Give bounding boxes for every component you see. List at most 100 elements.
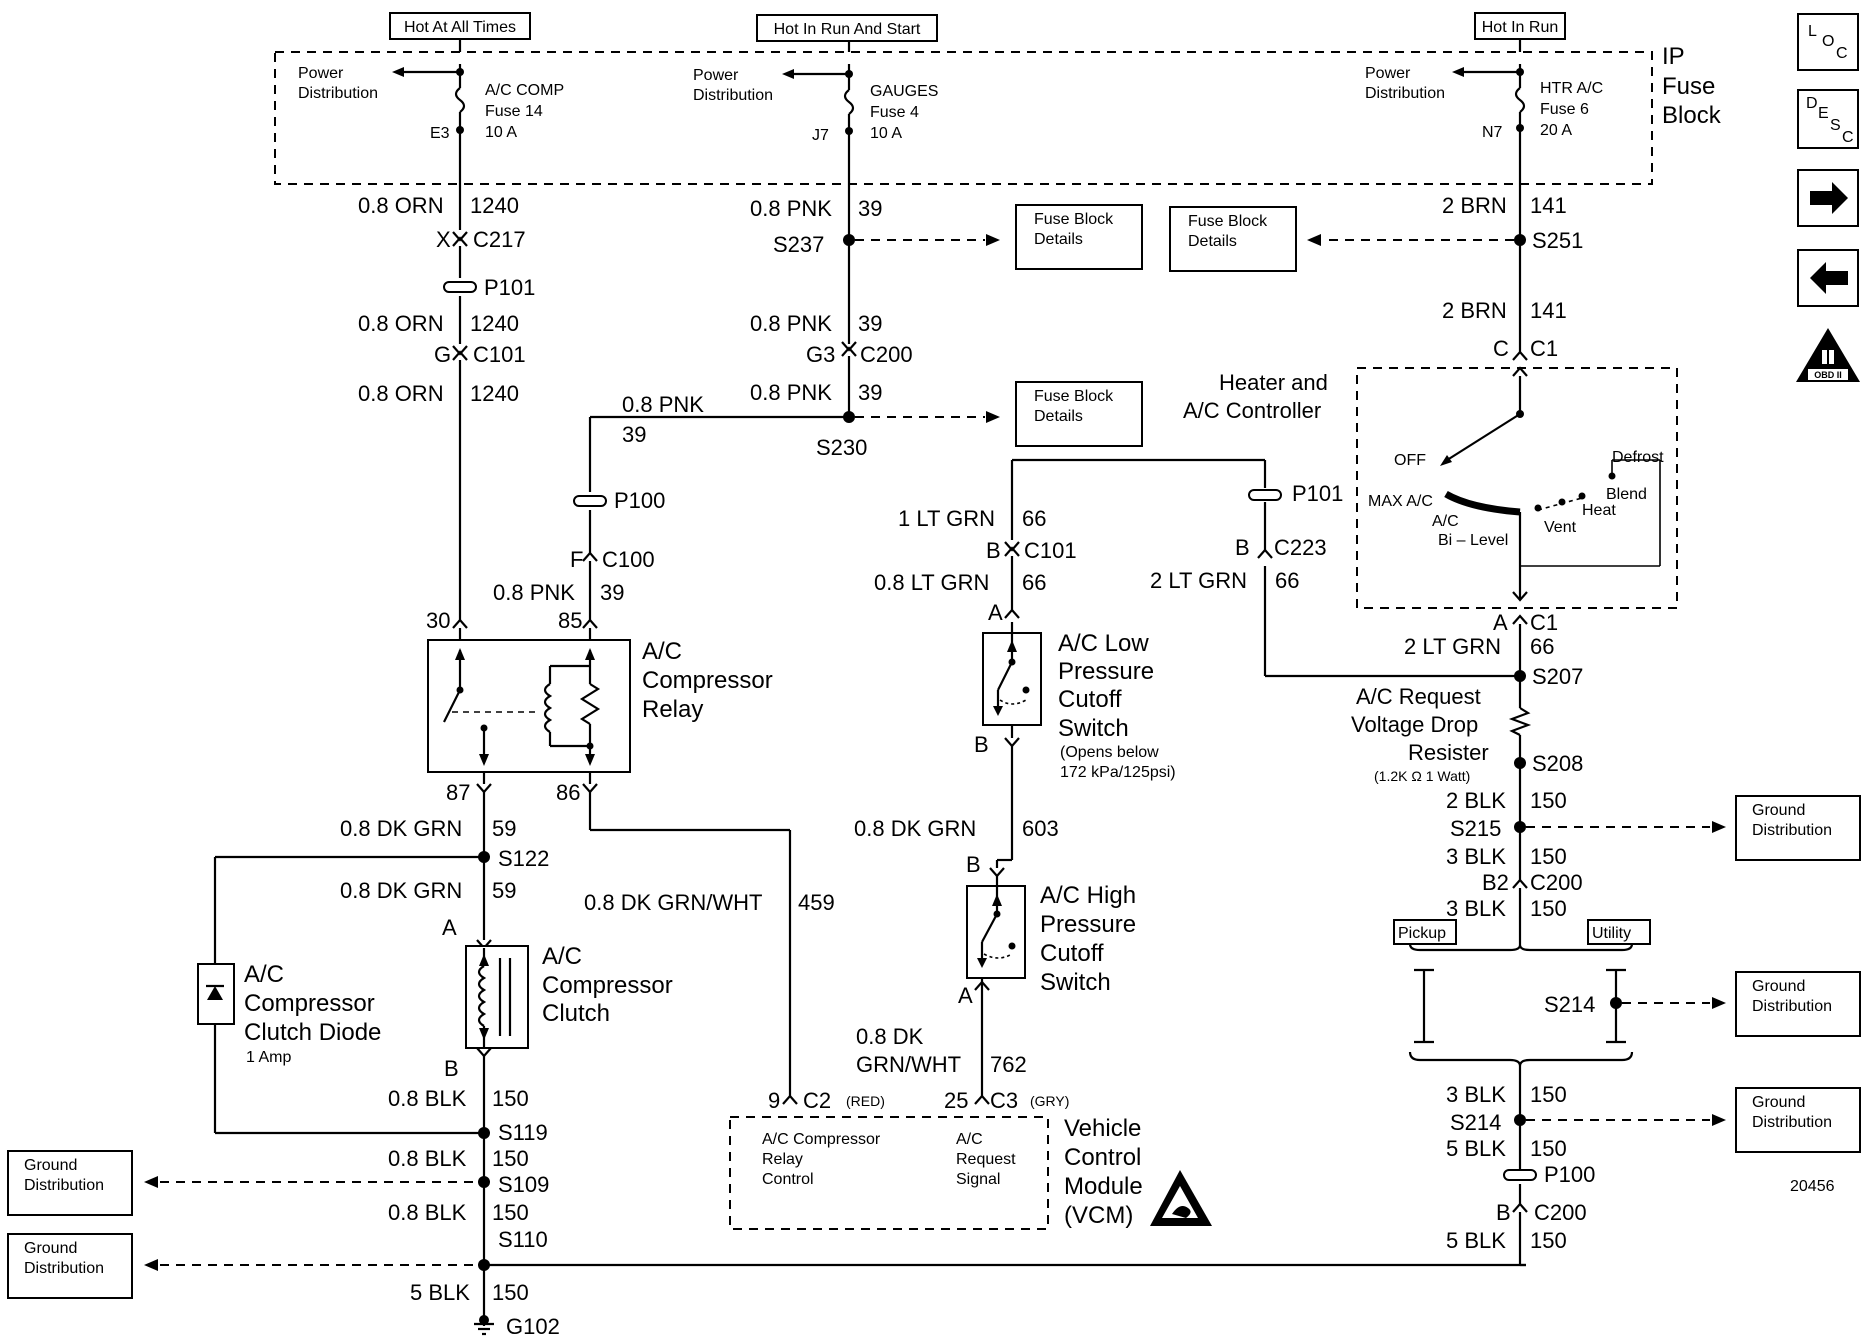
- svg-text:0.8 BLK: 0.8 BLK: [388, 1086, 467, 1111]
- svg-text:20 A: 20 A: [1540, 122, 1572, 139]
- svg-text:A/C Controller: A/C Controller: [1183, 398, 1321, 423]
- svg-text:Fuse Block: Fuse Block: [1034, 388, 1114, 405]
- svg-text:A: A: [442, 915, 457, 940]
- svg-text:Power: Power: [298, 65, 344, 82]
- heater-ac-controller: Heater and A/C Controller OFF MAX A/C A/…: [1183, 366, 1678, 609]
- pickup-utility-options: Pickup Utility S214: [1393, 919, 1651, 1180]
- ac-compressor-relay: 30 85 87 86 A/C Compressor Relay: [426, 608, 773, 805]
- svg-text:86: 86: [556, 780, 580, 805]
- arrow-right-icon: [1810, 182, 1848, 214]
- svg-text:D: D: [1806, 95, 1818, 112]
- svg-text:A/C Request: A/C Request: [1356, 684, 1481, 709]
- svg-text:E: E: [1818, 105, 1829, 122]
- svg-text:Bi – Level: Bi – Level: [1438, 532, 1508, 549]
- svg-text:30: 30: [426, 608, 450, 633]
- svg-text:141: 141: [1530, 193, 1567, 218]
- circuit-603: 0.8 DK GRN 603 B: [854, 816, 1059, 878]
- svg-text:S230: S230: [816, 435, 867, 460]
- svg-text:C1: C1: [1530, 610, 1558, 635]
- svg-text:Fuse 4: Fuse 4: [870, 104, 919, 121]
- svg-text:A: A: [1493, 610, 1508, 635]
- svg-text:172 kPa/125psi): 172 kPa/125psi): [1060, 764, 1176, 781]
- svg-text:X: X: [436, 227, 451, 252]
- circuit-1240: 0.8 ORN 1240 X C217 P101 0.8 ORN 1240 G …: [358, 184, 535, 629]
- svg-text:59: 59: [492, 816, 516, 841]
- svg-text:150: 150: [1530, 788, 1567, 813]
- previous-page-button[interactable]: [1797, 249, 1859, 307]
- ground-distribution-box-right-2[interactable]: Ground Distribution: [1735, 971, 1861, 1037]
- ground-distribution-box-left-2[interactable]: Ground Distribution: [7, 1233, 133, 1299]
- svg-text:Distribution: Distribution: [24, 1177, 104, 1194]
- svg-text:39: 39: [858, 380, 882, 405]
- obd-ii-icon[interactable]: OBD II: [1796, 328, 1860, 382]
- ground-distribution-box-left-1[interactable]: Ground Distribution: [7, 1150, 133, 1216]
- loc-button[interactable]: L O C: [1797, 13, 1859, 71]
- svg-text:150: 150: [492, 1146, 529, 1171]
- header-hot-in-run: Hot In Run: [1474, 12, 1566, 40]
- svg-text:C: C: [1493, 336, 1509, 361]
- svg-text:S214: S214: [1544, 992, 1595, 1017]
- fuse-14: Power Distribution A/C COMP Fuse 14 10 A…: [298, 40, 564, 184]
- svg-text:Vent: Vent: [1544, 519, 1577, 536]
- svg-text:Distribution: Distribution: [24, 1260, 104, 1277]
- svg-text:Request: Request: [956, 1151, 1016, 1168]
- svg-text:150: 150: [492, 1280, 529, 1305]
- svg-text:0.8 ORN: 0.8 ORN: [358, 381, 444, 406]
- svg-text:0.8 PNK: 0.8 PNK: [750, 311, 832, 336]
- fuse-block-details-box-3[interactable]: Fuse Block Details: [1169, 206, 1297, 272]
- svg-text:S237: S237: [773, 232, 824, 257]
- svg-text:150: 150: [1530, 896, 1567, 921]
- svg-text:C200: C200: [860, 342, 913, 367]
- svg-text:Clutch: Clutch: [542, 1000, 610, 1027]
- ac-high-pressure-switch: A/C High Pressure Cutoff Switch A 0.8 DK…: [856, 876, 1136, 1113]
- svg-text:A/C: A/C: [244, 961, 284, 988]
- svg-text:S207: S207: [1532, 664, 1583, 689]
- ground-distribution-box-right-3[interactable]: Ground Distribution: [1735, 1087, 1861, 1153]
- fuse-6: Power Distribution HTR A/C Fuse 6 20 A N…: [1365, 40, 1603, 184]
- svg-text:(VCM): (VCM): [1064, 1202, 1133, 1229]
- svg-text:3 BLK: 3 BLK: [1446, 896, 1506, 921]
- svg-text:Switch: Switch: [1058, 715, 1129, 742]
- svg-text:39: 39: [600, 580, 624, 605]
- svg-text:0.8 PNK: 0.8 PNK: [750, 380, 832, 405]
- svg-text:459: 459: [798, 890, 835, 915]
- desc-button[interactable]: D E S C: [1797, 89, 1859, 149]
- svg-text:Control: Control: [1064, 1144, 1141, 1171]
- svg-text:G: G: [434, 342, 451, 367]
- next-page-button[interactable]: [1797, 169, 1859, 227]
- svg-text:9: 9: [768, 1088, 780, 1113]
- svg-text:85: 85: [558, 608, 582, 633]
- s230-to-fuse-block-details: [855, 411, 1000, 423]
- svg-text:GAUGES: GAUGES: [870, 83, 938, 100]
- fuse-block-details-box-2[interactable]: Fuse Block Details: [1015, 381, 1143, 447]
- svg-text:1 Amp: 1 Amp: [246, 1049, 291, 1066]
- svg-text:603: 603: [1022, 816, 1059, 841]
- svg-text:OBD II: OBD II: [1814, 370, 1842, 380]
- svg-text:Defrost: Defrost: [1612, 449, 1664, 466]
- svg-text:S109: S109: [498, 1172, 549, 1197]
- svg-text:(RED): (RED): [846, 1093, 885, 1109]
- svg-text:Cutoff: Cutoff: [1040, 940, 1104, 967]
- svg-text:S214: S214: [1450, 1110, 1501, 1135]
- svg-text:Compressor: Compressor: [542, 972, 673, 999]
- svg-text:B2: B2: [1482, 870, 1509, 895]
- fuse-block-details-box-1[interactable]: Fuse Block Details: [1015, 204, 1143, 270]
- svg-text:0.8 PNK: 0.8 PNK: [750, 196, 832, 221]
- svg-text:2 LT GRN: 2 LT GRN: [1150, 568, 1247, 593]
- vehicle-control-module: A/C Compressor Relay Control A/C Request…: [729, 1115, 1143, 1230]
- svg-text:P101: P101: [1292, 481, 1343, 506]
- svg-text:A/C High: A/C High: [1040, 882, 1136, 909]
- ground-distribution-box-right-1[interactable]: Ground Distribution: [1735, 795, 1861, 861]
- svg-text:59: 59: [492, 878, 516, 903]
- svg-text:87: 87: [446, 780, 470, 805]
- svg-text:2 BRN: 2 BRN: [1442, 298, 1507, 323]
- svg-text:Pressure: Pressure: [1040, 911, 1136, 938]
- svg-text:O: O: [1822, 33, 1834, 50]
- svg-text:1240: 1240: [470, 311, 519, 336]
- svg-text:C200: C200: [1534, 1200, 1587, 1225]
- svg-text:C101: C101: [1024, 538, 1077, 563]
- svg-text:Module: Module: [1064, 1173, 1143, 1200]
- svg-text:B: B: [966, 852, 981, 877]
- svg-text:A/C: A/C: [956, 1131, 983, 1148]
